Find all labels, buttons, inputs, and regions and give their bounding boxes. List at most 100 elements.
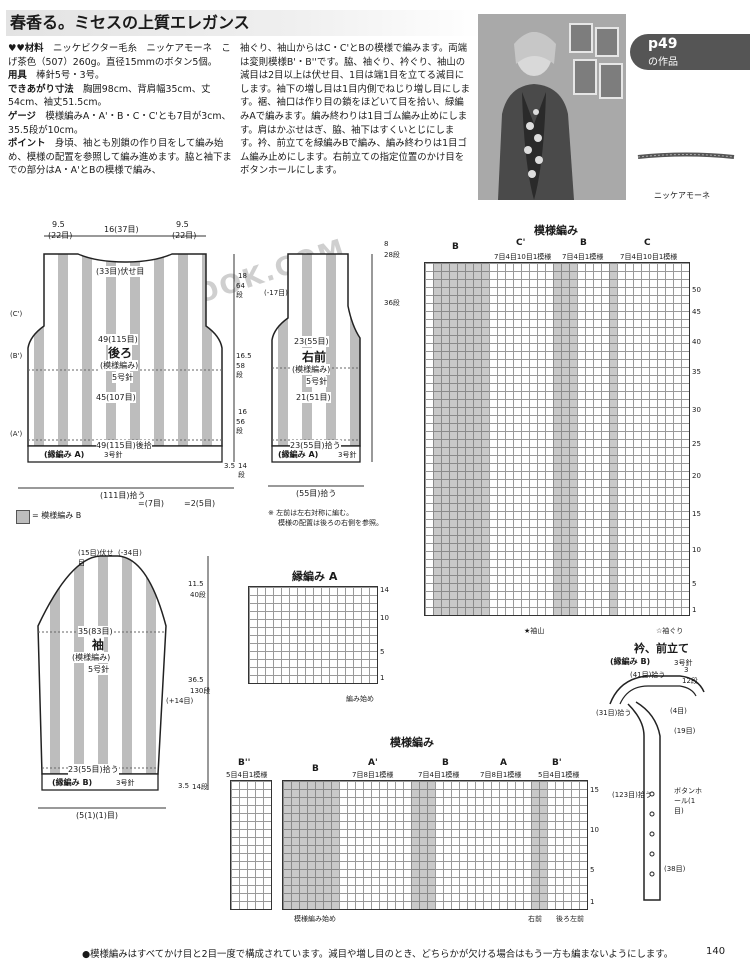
sleeve-side-115: 11.5 [188, 580, 204, 588]
lower-note-back-left: 後ろ左前 [556, 915, 584, 923]
lower-band-2 [411, 781, 435, 909]
back-col-label-a: (A') [10, 430, 23, 438]
back-note-1: =(7目) [138, 499, 165, 508]
main-group-b2: B [580, 238, 587, 248]
lower-chart-title: 模様編み [390, 736, 434, 749]
sleeve-hem-needle: 3号針 [116, 779, 135, 787]
front-side-36: 36段 [384, 299, 400, 307]
back-side-64: 64段 [236, 282, 245, 299]
sleeve-side-14: 14段 [192, 783, 208, 791]
page-ref-sub: の作品 [648, 57, 678, 68]
main-group-b1: B [452, 242, 459, 252]
collar-dim-19: (19目) [674, 727, 696, 735]
front-bottom: (55目)拾う [296, 488, 337, 499]
lower-sub-5: 5目4目1模様 [538, 771, 580, 779]
instructions-col2: 袖ぐり、袖山からはC・C'とBの模様で編みます。両端は変則模様B'・B''です。… [240, 43, 471, 177]
sleeve-top: (15目)伏せ目 [78, 549, 114, 567]
collar-pattern: (縁編み B) [610, 657, 651, 666]
main-group-c-prime: C' [516, 238, 526, 248]
sleeve-row-a: 35(83目) [78, 626, 113, 637]
back-row-a: 49(115目) [98, 334, 138, 345]
collar-dim-3: 3 [684, 666, 689, 674]
sleeve-diagram: (15目)伏せ目 (-34目) 35(83目) 袖 (模様編み) 5号針 23(… [8, 546, 228, 836]
edge-a-row-1: 1 [380, 674, 385, 682]
main-row-25: 25 [692, 440, 701, 448]
front-row-c: 23(55目)拾う [290, 440, 341, 451]
page-ref: p49 [648, 36, 678, 52]
main-row-20: 20 [692, 472, 701, 480]
lower-band-3 [531, 781, 547, 909]
front-title: 右前 [302, 348, 327, 365]
edge-a-row-10: 10 [380, 614, 389, 622]
front-row-b: 21(51目) [296, 392, 331, 403]
collar-top: (41目)拾う [630, 671, 666, 679]
front-side-8: 8 [384, 240, 389, 248]
back-bottom: (111目)拾う [100, 490, 146, 501]
back-top-dim-right: 9.5 [176, 220, 189, 229]
tools: 用具 棒針5号・3号。 [8, 70, 105, 82]
collar-dim-31: (31目)拾う [596, 709, 632, 717]
front-row-a: 23(55目) [294, 336, 329, 347]
front-pattern: (模様編み) [292, 364, 331, 375]
sleeve-side-130: 130段 [190, 687, 211, 695]
back-diagram: 9.5 16(37目) 9.5 (22目) (22目) (33目)伏せ目 49(… [8, 218, 252, 518]
collar-dim-12: 12段 [682, 677, 698, 685]
finished-size: できあがり寸法 胸囲98cm、背肩幅35cm、丈54cm、袖丈51.5cm。 [8, 83, 211, 109]
front-diagram: (-17目) 23(55目) 右前 (模様編み) 5号針 21(51目) 23(… [248, 218, 428, 538]
back-title: 後ろ [108, 344, 133, 361]
lower-group-b: B [312, 764, 319, 774]
main-chart-band-b3 [609, 263, 617, 615]
main-group-c: C [644, 238, 651, 248]
front-side-28: 28段 [384, 251, 400, 259]
back-pattern: (模様編み) [100, 360, 139, 371]
legend-swatch [16, 510, 30, 524]
collar-title: 衿、前立て [634, 642, 689, 655]
back-top-sub-right: (22目) [172, 231, 197, 240]
lower-sub-2: 7目8目1模様 [352, 771, 394, 779]
lower-chart-grid-main [282, 780, 588, 910]
lower-sub-1: 5目4目1模様 [226, 771, 268, 779]
back-neck: (33目)伏せ目 [96, 266, 145, 277]
main-chart-grid [424, 262, 690, 616]
page-title: 春香る。ミセスの上質エレガンス [6, 10, 482, 36]
back-side-16: 16 [238, 408, 247, 416]
back-side-35: 3.5 [224, 462, 236, 470]
collar-needle: 3号針 [674, 659, 693, 667]
back-row-c: 49(115目)後拾 [96, 440, 152, 451]
front-needle: 5号針 [306, 376, 328, 387]
lower-group-a-prime: A' [368, 758, 378, 768]
front-outline [268, 253, 373, 487]
lower-note-start: 模様編み始め [294, 915, 336, 923]
lower-note-right-front: 右前 [528, 915, 542, 923]
main-group-sub-3: 7目4目10目1模様 [620, 253, 678, 261]
lower-row-10: 10 [590, 826, 599, 834]
main-row-35: 35 [692, 368, 701, 376]
main-note-armhole: ☆袖ぐり [656, 627, 684, 635]
back-top-dim-left: 9.5 [52, 220, 65, 229]
main-group-sub-2: 7目4目1模様 [562, 253, 604, 261]
back-hem: (縁編み A) [44, 450, 85, 459]
sleeve-side-35: 3.5 [178, 782, 190, 790]
main-row-5: 5 [692, 580, 697, 588]
edge-a-start: 編み始め [346, 695, 374, 703]
sleeve-hem: (縁編み B) [52, 778, 93, 787]
materials: ♥♥材料 ニッケビクター毛糸 ニッケアモーネ こげ茶色（507）260g。直径1… [8, 43, 231, 68]
back-note-2: =2(5目) [184, 499, 216, 508]
main-row-1: 1 [692, 606, 697, 614]
main-chart-band-b2 [553, 263, 577, 615]
gauge: ゲージ 模様編みA・A'・B・C・C'とも7目が3cm、35.5段が10cm。 [8, 110, 231, 136]
sleeve-side-mod: (+14目) [166, 697, 194, 705]
edge-a-row-5: 5 [380, 648, 385, 656]
back-side-58: 58段 [236, 362, 245, 379]
edge-a-row-14: 14 [380, 586, 389, 594]
back-col-label-b: (B') [10, 352, 23, 360]
lower-group-b2: B'' [238, 758, 251, 768]
main-row-30: 30 [692, 406, 701, 414]
page-number: 140 [706, 946, 726, 957]
lower-row-15: 15 [590, 786, 599, 794]
sleeve-title: 袖 [92, 636, 105, 653]
instructions-col1: ♥♥材料 ニッケビクター毛糸 ニッケアモーネ こげ茶色（507）260g。直径1… [8, 42, 234, 178]
back-hem-needle: 3号針 [104, 451, 123, 459]
yarn-swatch [637, 152, 735, 159]
collar-buttonhole: ボタンホール(1目) [674, 787, 702, 815]
